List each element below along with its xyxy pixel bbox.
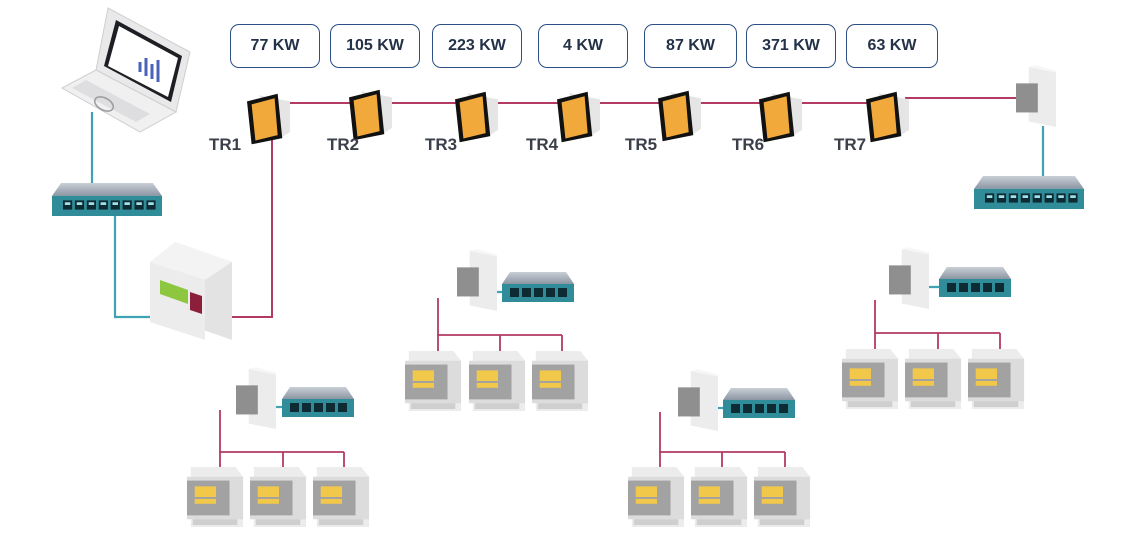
tr-label-3: TR3 bbox=[425, 135, 458, 154]
kw-reading-tr6: 371 KW bbox=[746, 24, 836, 68]
tr-label-6: TR6 bbox=[732, 135, 765, 154]
power-meter-icon bbox=[968, 349, 1025, 409]
kw-reading-tr2: 105 KW bbox=[330, 24, 420, 68]
network-switch-icon bbox=[939, 267, 1011, 297]
power-meter-icon bbox=[313, 467, 370, 527]
power-meter-icon bbox=[469, 351, 526, 411]
power-meter-icon bbox=[187, 467, 244, 527]
power-meter-icon bbox=[532, 351, 589, 411]
tr-label-7: TR7 bbox=[834, 135, 867, 154]
meter-bus bbox=[219, 298, 1001, 468]
kw-reading-tr1: 77 KW bbox=[230, 24, 320, 68]
meter-group bbox=[187, 349, 1025, 527]
kw-reading-tr5: 87 KW bbox=[644, 24, 737, 68]
current-transformer-icon bbox=[247, 93, 290, 145]
network-switch-icon bbox=[723, 388, 795, 418]
gateway-device-icon bbox=[678, 369, 718, 431]
tr-label-2: TR2 bbox=[327, 135, 360, 154]
power-meter-icon bbox=[628, 467, 685, 527]
network-switch-icon bbox=[282, 387, 354, 417]
kw-reading-tr3: 223 KW bbox=[432, 24, 522, 68]
current-transformer-icon bbox=[658, 90, 701, 142]
tr-label-5: TR5 bbox=[625, 135, 658, 154]
gateway-device-icon bbox=[150, 242, 232, 340]
tr-label-4: TR4 bbox=[526, 135, 559, 154]
current-transformer-icon bbox=[557, 91, 600, 143]
network-switch-icon bbox=[52, 183, 162, 216]
power-meter-icon bbox=[405, 351, 462, 411]
current-transformer-icon bbox=[455, 91, 498, 143]
gateway-device-icon bbox=[236, 367, 276, 429]
tr-label-1: TR1 bbox=[209, 135, 242, 154]
gateway-device-icon bbox=[889, 247, 929, 309]
power-meter-icon bbox=[905, 349, 962, 409]
kw-reading-tr4: 4 KW bbox=[538, 24, 628, 68]
current-transformer-icon bbox=[349, 89, 392, 141]
power-meter-icon bbox=[691, 467, 748, 527]
gateway-device-icon bbox=[457, 249, 497, 311]
network-switch-icon bbox=[974, 176, 1084, 209]
gateway-device-icon bbox=[1016, 65, 1056, 127]
current-transformer-icon bbox=[759, 91, 802, 143]
kw-reading-tr7: 63 KW bbox=[846, 24, 938, 68]
current-transformer-icon bbox=[866, 91, 909, 143]
network-switch-icon bbox=[502, 272, 574, 302]
power-meter-icon bbox=[250, 467, 307, 527]
laptop-icon bbox=[60, 7, 191, 133]
power-meter-icon bbox=[842, 349, 899, 409]
power-meter-icon bbox=[754, 467, 811, 527]
